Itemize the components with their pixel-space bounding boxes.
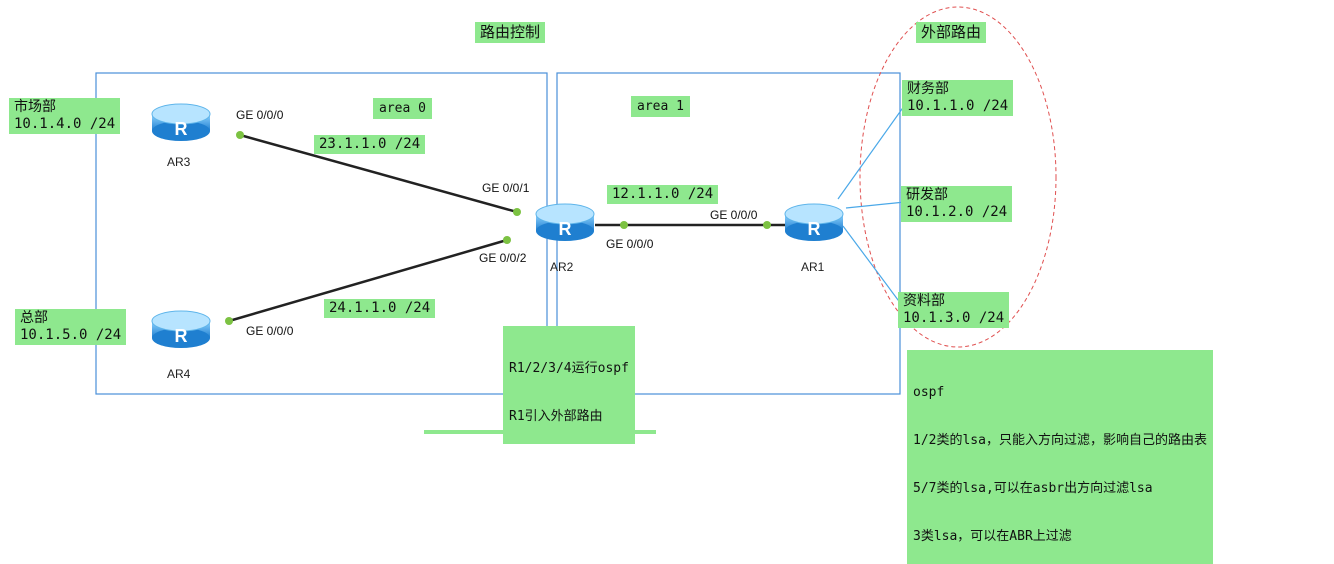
port-dot-ar2-ge0 [620,221,628,229]
topology-canvas: R R R R [95,6,1057,395]
link-ar1-ziliao [842,225,905,309]
external-routes-title: 外部路由 [916,22,987,43]
router-ar3-name: AR3 [167,155,191,169]
router-letter: R [559,219,572,239]
port-label-ar2-ge1: GE 0/0/1 [482,181,530,195]
link-ar1-yanfa [845,201,906,209]
network-label-23: 23.1.1.0 /24 [314,135,426,154]
router-ar1-icon[interactable]: R [784,203,844,241]
ospf-run-note: R1/2/3/4运行ospf R1引入外部路由 [503,326,635,444]
link-ar3-ar2 [239,133,518,214]
router-ar2-name: AR2 [550,260,574,274]
router-letter: R [808,219,821,239]
router-letter: R [175,119,188,139]
port-label-ar3-ge0: GE 0/0/0 [236,108,284,122]
network-label-24: 24.1.1.0 /24 [324,299,436,318]
area1-label: area 1 [631,96,690,117]
link-ar1-caiwu [837,101,908,200]
network-label-12: 12.1.1.0 /24 [607,185,719,204]
port-label-ar1-ge0: GE 0/0/0 [710,208,758,222]
port-dot-ar1-ge0 [763,221,771,229]
router-ar4-icon[interactable]: R [151,310,211,348]
port-dot-ar2-ge1 [513,208,521,216]
port-label-ar4-ge0: GE 0/0/0 [246,324,294,338]
router-ar3-icon[interactable]: R [151,103,211,141]
cropped-label-strip [424,430,656,434]
router-ar2-icon[interactable]: R [535,203,595,241]
port-label-ar2-ge0: GE 0/0/0 [606,237,654,251]
router-ar4-name: AR4 [167,367,191,381]
external-routes-ellipse [859,6,1057,348]
diagram-title: 路由控制 [475,22,546,43]
port-dot-ar4 [225,317,233,325]
port-dot-ar3 [236,131,244,139]
area0-label: area 0 [373,98,432,119]
router-ar1-name: AR1 [801,260,825,274]
port-dot-ar2-ge2 [503,236,511,244]
router-letter: R [175,326,188,346]
ospf-lsa-note: ospf 1/2类的lsa，只能入方向过滤，影响自己的路由表 5/7类的lsa,… [907,350,1213,564]
port-label-ar2-ge2: GE 0/0/2 [479,251,527,265]
link-ar4-ar2 [228,238,508,323]
